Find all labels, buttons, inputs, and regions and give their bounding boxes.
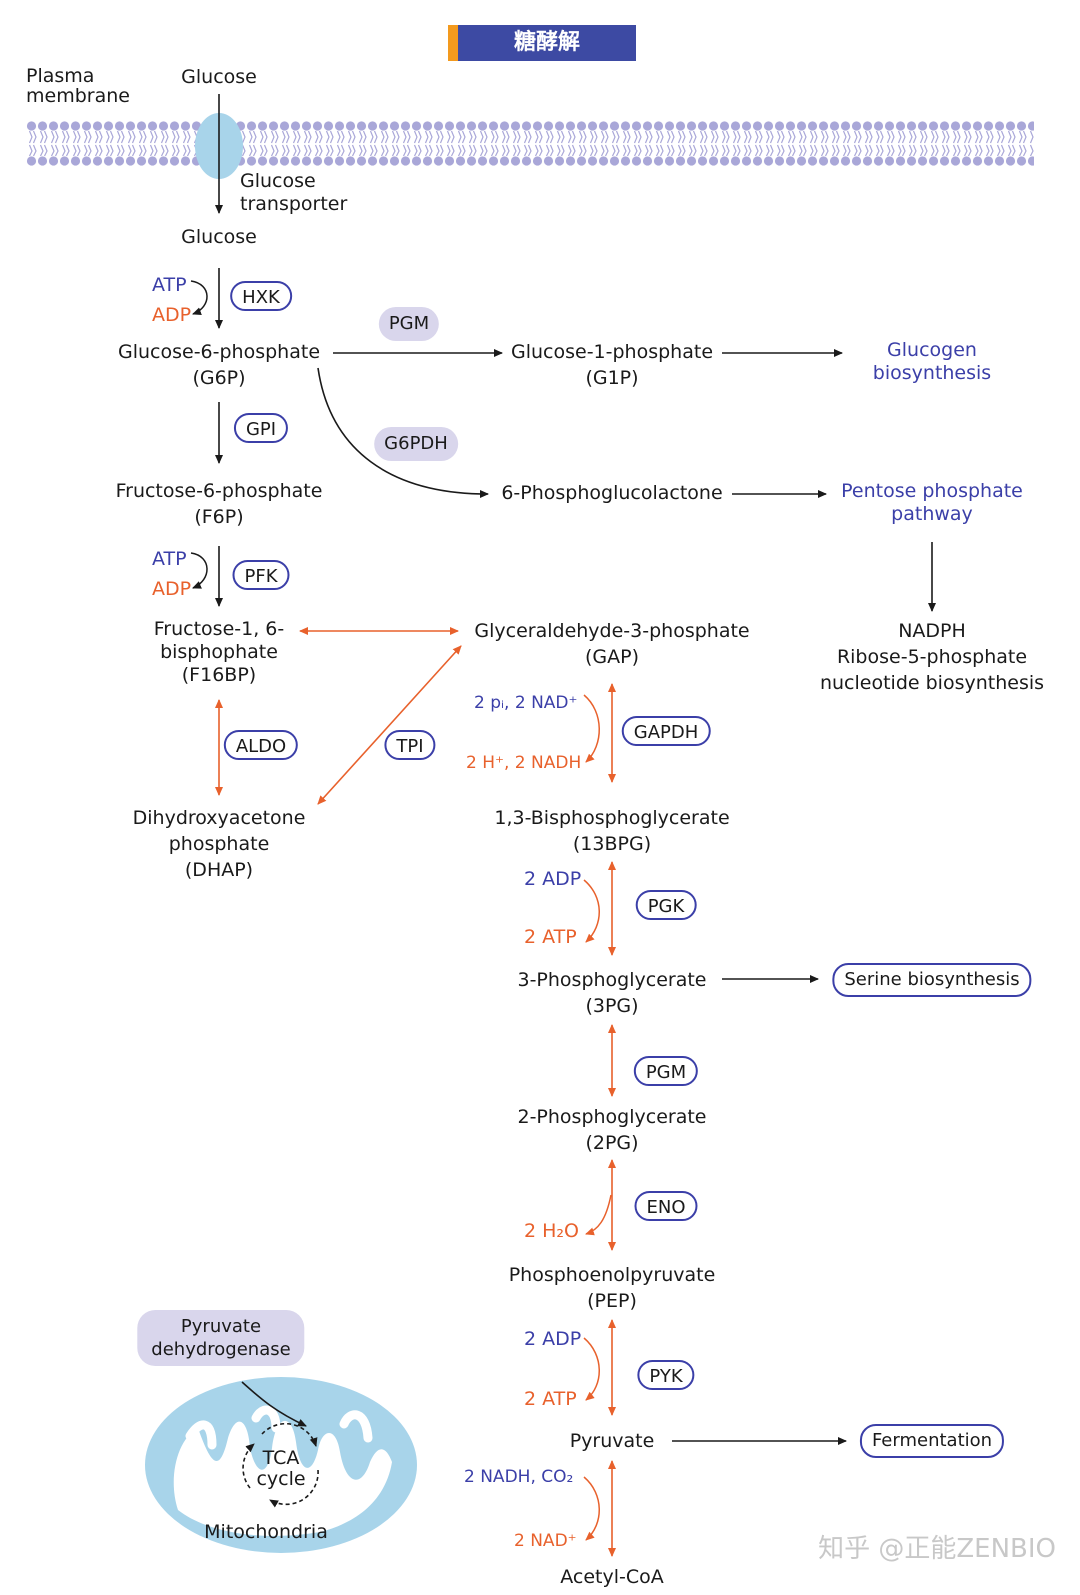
- glucose-extracellular: Glucose: [181, 66, 257, 88]
- fermentation: Fermentation: [859, 1424, 1005, 1458]
- metabolite-pyruvate: Pyruvate: [569, 1430, 655, 1452]
- atp-label-1: ATP: [152, 274, 187, 296]
- pyk-input: 2 ADP: [524, 1328, 582, 1350]
- gapdh-outputs: 2 H⁺, 2 NADH: [466, 753, 582, 773]
- page-title: 糖酵解: [448, 25, 636, 61]
- mitochondria-shape: [145, 1377, 417, 1553]
- enzyme-gapdh: GAPDH: [621, 716, 711, 746]
- metabolite-acetyl-coa: Acetyl-CoA: [560, 1566, 664, 1588]
- enzyme-eno: ENO: [634, 1191, 698, 1221]
- metabolite-6-phosphoglucolactone: 6-Phosphoglucolactone: [501, 482, 723, 504]
- serine-biosynthesis: Serine biosynthesis: [832, 963, 1032, 997]
- nadph-products: NADPH Ribose-5-phosphate nucleotide bios…: [819, 620, 1045, 694]
- metabolite-dhap: Dihydroxyacetone phosphate (DHAP): [132, 807, 306, 881]
- enzyme-gpi: GPI: [233, 413, 289, 443]
- pgk-input: 2 ADP: [524, 868, 582, 890]
- metabolite-g1p: Glucose-1-phosphate (G1P): [510, 341, 714, 389]
- glycogen-biosynthesis: Glucogen biosynthesis: [872, 339, 992, 384]
- watermark: 知乎 @正能ZENBIO: [818, 1534, 1056, 1564]
- metabolite-3pg: 3-Phosphoglycerate (3PG): [517, 969, 707, 1017]
- enzyme-pgm-2: PGM: [633, 1056, 699, 1086]
- tca-cycle-label: TCA cycle: [256, 1447, 306, 1490]
- enzyme-aldo: ALDO: [223, 730, 299, 760]
- enzyme-g6pdh: G6PDH: [374, 427, 458, 461]
- enzyme-pyk: PYK: [637, 1360, 695, 1390]
- plasma-membrane: [26, 121, 1034, 166]
- enzyme-tpi: TPI: [384, 730, 436, 760]
- gapdh-inputs: 2 pᵢ, 2 NAD⁺: [474, 693, 578, 713]
- enzyme-pgm-1: PGM: [378, 307, 440, 341]
- glucose-transporter-label: Glucose transporter: [240, 170, 348, 215]
- adp-label-1: ADP: [152, 304, 192, 326]
- enzyme-pfk: PFK: [232, 560, 290, 590]
- metabolite-f16bp: Fructose-1, 6- bisphophate (F16BP): [153, 618, 285, 686]
- pdh-input: 2 NAD⁺: [514, 1531, 577, 1551]
- metabolite-2pg: 2-Phosphoglycerate (2PG): [517, 1106, 707, 1154]
- metabolite-g6p: Glucose-6-phosphate (G6P): [117, 341, 321, 389]
- glucose-intracellular: Glucose: [181, 226, 257, 248]
- metabolite-gap: Glyceraldehyde-3-phosphate (GAP): [474, 620, 750, 668]
- enzyme-pgk: PGK: [635, 890, 697, 920]
- pdh-outputs: 2 NADH, CO₂: [464, 1467, 574, 1487]
- metabolite-13bpg: 1,3-Bisphosphoglycerate (13BPG): [494, 807, 730, 855]
- enzyme-hxk: HXK: [230, 281, 292, 311]
- mitochondria-label: Mitochondria: [204, 1521, 328, 1543]
- enzyme-pdh: Pyruvate dehydrogenase: [137, 1310, 305, 1366]
- eno-output: 2 H₂O: [524, 1220, 579, 1242]
- pyk-output: 2 ATP: [524, 1388, 577, 1410]
- metabolite-f6p: Fructose-6-phosphate (F6P): [115, 480, 323, 528]
- pentose-phosphate-pathway: Pentose phosphate pathway: [841, 480, 1023, 525]
- plasma-membrane-label: Plasma membrane: [26, 65, 130, 107]
- atp-label-2: ATP: [152, 548, 187, 570]
- metabolite-pep: Phosphoenolpyruvate (PEP): [508, 1264, 716, 1312]
- adp-label-2: ADP: [152, 578, 192, 600]
- pgk-output: 2 ATP: [524, 926, 577, 948]
